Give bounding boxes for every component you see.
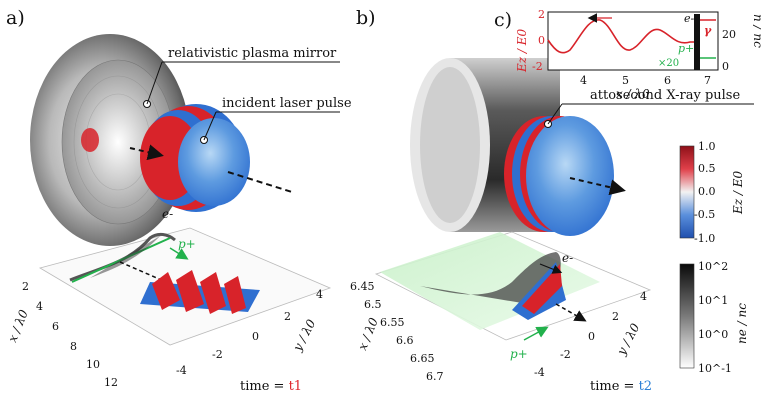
cb-tick: 0.5 <box>698 162 716 175</box>
y-tick: -2 <box>212 348 223 361</box>
time-prefix: time = <box>590 379 639 394</box>
y-tick: -4 <box>534 366 545 379</box>
x-tick: 8 <box>70 340 77 353</box>
inset-x-tick: 5 <box>622 74 629 87</box>
field-curve <box>547 19 700 54</box>
box-b: e- p+ <box>374 231 652 361</box>
x-tick: 6.55 <box>380 316 405 329</box>
y-tick: 2 <box>612 310 619 323</box>
cb-tick: -0.5 <box>694 208 715 221</box>
inset-yr-tick: 0 <box>722 60 729 73</box>
x-tick: 6.45 <box>350 280 375 293</box>
cb-tick: 10^1 <box>698 294 728 307</box>
svg-text:time = t1: time = t1 <box>240 379 302 394</box>
cb-tick: 0.0 <box>698 185 716 198</box>
x-tick: 6 <box>52 320 59 333</box>
inset-y-tick: 0 <box>538 34 545 47</box>
inset-y-right-label: n / nc <box>751 14 761 48</box>
y-tick: -4 <box>176 364 187 377</box>
panel-c: c) e- p+ ×20 γ 4 5 6 7 x / λ0 2 0 -2 Ez … <box>494 8 761 101</box>
inset-proton: p+ <box>678 42 694 55</box>
electron-label: e- <box>162 207 173 221</box>
proton-label-b: p+ <box>510 347 528 361</box>
y-tick: 4 <box>640 290 647 303</box>
x-tick: 6.5 <box>364 298 382 311</box>
inset-yr-tick: 20 <box>722 28 736 41</box>
density-colorbar: 10^2 10^1 10^0 10^-1 ne / nc <box>679 260 749 375</box>
pulse-label: incident laser pulse <box>222 96 352 111</box>
cb-tick: 10^0 <box>698 328 728 341</box>
time-a: time = t1 <box>240 379 302 394</box>
time-value: t2 <box>639 379 653 394</box>
inset-gamma: γ <box>704 24 712 37</box>
incident-laser-pulse <box>140 104 250 212</box>
x-tick: 6.65 <box>410 352 435 365</box>
x-tick: 2 <box>22 280 29 293</box>
box-a: e- p+ <box>38 207 332 346</box>
cb-tick: 1.0 <box>698 140 716 153</box>
xray-label: attosecond X-ray pulse <box>590 88 740 103</box>
plasma-cylinder <box>410 58 560 232</box>
time-value: t1 <box>289 379 303 394</box>
x-tick: 4 <box>36 300 43 313</box>
cb-tick: 10^-1 <box>698 362 732 375</box>
panel-a-label: a) <box>6 7 25 29</box>
inset-y-tick: -2 <box>532 60 543 73</box>
inset-x-tick: 7 <box>704 74 711 87</box>
proton-label: p+ <box>178 237 196 251</box>
inset-y-left-label: Ez / E0 <box>515 28 529 73</box>
panel-c-label: c) <box>494 9 512 31</box>
field-colorbar: 1.0 0.5 0.0 -0.5 -1.0 Ez / E0 <box>679 140 745 245</box>
x-tick: 12 <box>104 376 118 389</box>
cb-density-label: ne / nc <box>735 303 749 344</box>
x-tick: 6.7 <box>426 370 444 383</box>
inset-electron: e- <box>684 12 695 25</box>
field-slab <box>140 270 260 314</box>
y-tick: -2 <box>560 348 571 361</box>
hot-spot <box>81 128 99 152</box>
y-tick: 4 <box>316 288 323 301</box>
cb-field-label: Ez / E0 <box>731 170 745 215</box>
y-tick: 0 <box>252 330 259 343</box>
time-b: time = t2 <box>590 379 652 394</box>
y-tick: 2 <box>284 310 291 323</box>
mirror-label: relativistic plasma mirror <box>168 46 337 61</box>
panel-b: b) attosecond X-ray pulse <box>350 7 754 394</box>
cb-tick: -1.0 <box>694 232 715 245</box>
panel-a: a) relativistic plasma mirror incident <box>5 7 352 394</box>
x-tick: 6.6 <box>396 334 414 347</box>
x-axis-label-b: x / λ0 <box>355 315 381 352</box>
y-tick: 0 <box>588 330 595 343</box>
cb-tick: 10^2 <box>698 260 728 273</box>
svg-text:time = t2: time = t2 <box>590 379 652 394</box>
x-tick: 10 <box>86 358 100 371</box>
electron-label-b: e- <box>562 251 573 265</box>
time-prefix: time = <box>240 379 289 394</box>
inset-x-tick: 4 <box>580 74 587 87</box>
inset-scale: ×20 <box>658 58 679 69</box>
inset-x-label: x / λ0 <box>616 87 650 101</box>
electron-density <box>694 14 700 70</box>
proton-arrow <box>169 247 189 260</box>
propagation-arrow <box>227 171 293 193</box>
inset-x-tick: 6 <box>664 74 671 87</box>
y-axis-label: y / λ0 <box>290 317 319 355</box>
y-axis-label-b: y / λ0 <box>614 321 643 359</box>
density-arrow <box>119 261 181 289</box>
x-axis-label: x / λ0 <box>5 307 31 344</box>
inset-y-tick: 2 <box>538 8 545 21</box>
attosecond-pulse <box>504 116 614 236</box>
panel-b-label: b) <box>356 7 376 29</box>
